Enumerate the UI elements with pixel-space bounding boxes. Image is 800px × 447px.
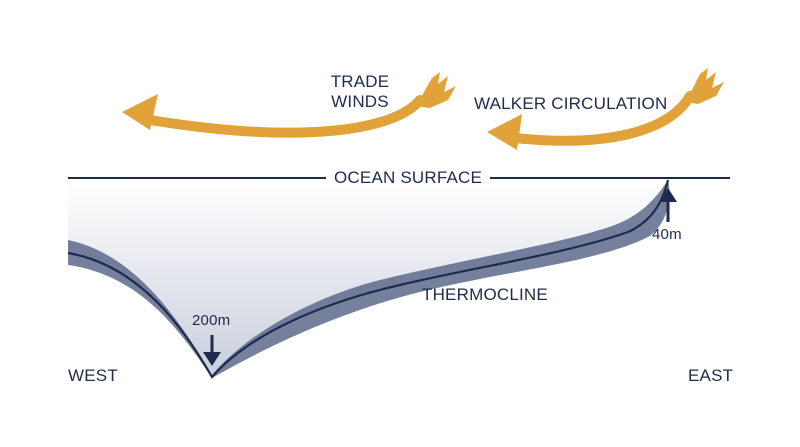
down-arrow-icon xyxy=(203,335,221,366)
west-label: WEST xyxy=(68,366,118,385)
walker-circulation-arrow-icon xyxy=(487,68,724,150)
water-shading xyxy=(68,180,668,375)
depth-west-label: 200m xyxy=(192,312,231,329)
ocean-surface-label: OCEAN SURFACE xyxy=(326,168,491,188)
east-label: EAST xyxy=(688,366,734,385)
trade-winds-label: TRADE WINDS xyxy=(320,72,400,111)
up-arrow-icon xyxy=(659,188,677,222)
thermocline-label: THERMOCLINE xyxy=(422,285,548,304)
trade-winds-line1: TRADE xyxy=(330,72,390,91)
walker-circulation-label: WALKER CIRCULATION xyxy=(474,94,668,113)
trade-winds-line2: WINDS xyxy=(331,91,389,111)
thermocline-line xyxy=(67,179,670,379)
depth-east-label: 40m xyxy=(652,226,682,243)
trade-winds-arrow-icon xyxy=(122,72,456,138)
